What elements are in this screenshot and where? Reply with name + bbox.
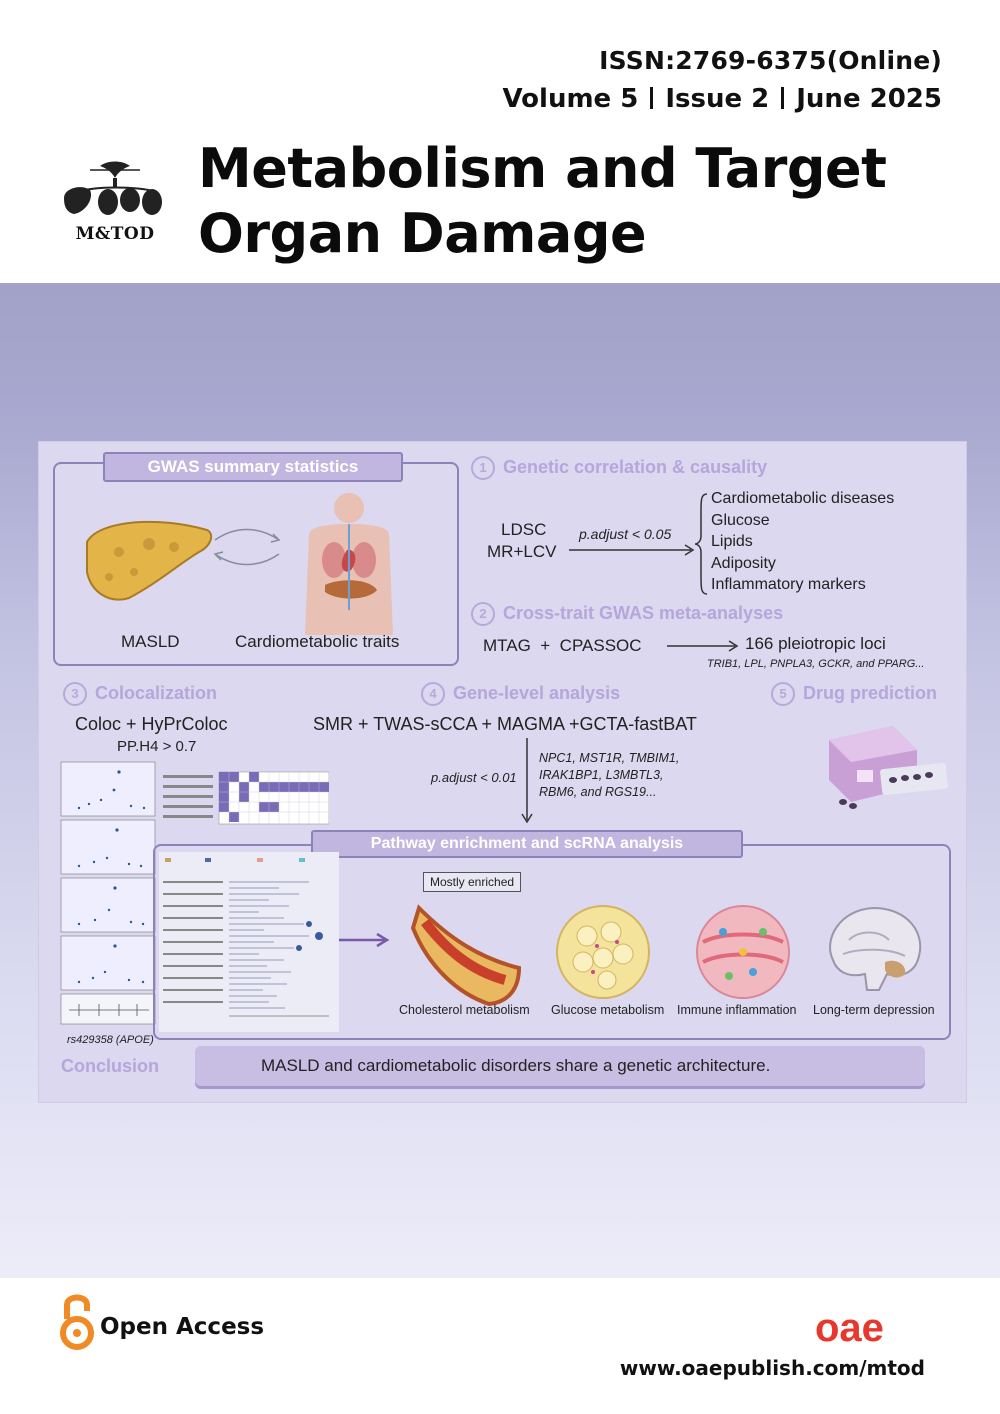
trait-list: Cardiometabolic diseases Glucose Lipids … [711, 488, 894, 596]
date: June 2025 [796, 84, 942, 114]
gene-list: NPC1, MST1R, TMBIM1, IRAK1BP1, L3MBTL3, … [539, 750, 679, 801]
trait-item: Adiposity [711, 554, 776, 572]
section2-heading: 2 Cross-trait GWAS meta-analyses [471, 602, 783, 626]
bidirectional-arrow-icon [213, 528, 281, 566]
section5-number: 5 [771, 682, 795, 706]
arrow-right-icon [667, 640, 739, 652]
liver-icon [86, 520, 213, 601]
journal-title-line2: Organ Damage [198, 202, 647, 265]
panel-label: Immune inflammation [677, 1003, 797, 1017]
arrow-right-icon [569, 544, 695, 556]
journal-logo: M&TOD [60, 158, 170, 248]
trait-item: Lipids [711, 533, 753, 550]
section2-title: Cross-trait GWAS meta-analyses [503, 602, 784, 623]
drug-pills-icon [829, 726, 948, 809]
arrow-down-icon [521, 738, 533, 824]
gene-list-line: IRAK1BP1, L3MBTL3, [539, 768, 664, 782]
separator [650, 87, 654, 109]
oae-publisher-logo: oae [815, 1309, 884, 1347]
loci-genes: TRIB1, LPL, PNPLA3, GCKR, and PPARG... [707, 658, 925, 670]
panel-label: Cholesterol metabolism [399, 1003, 530, 1017]
journal-title: Metabolism and Target Organ Damage [198, 136, 887, 266]
section4-heading: 4 Gene-level analysis [421, 682, 620, 706]
padjust-005: p.adjust < 0.05 [579, 526, 672, 542]
website-url[interactable]: www.oaepublish.com/mtod [619, 1356, 925, 1380]
conclusion-box [195, 1046, 925, 1086]
immune-tissue-icon [696, 905, 790, 999]
enrichment-dotplot [159, 852, 339, 1032]
logo-text: M&TOD [75, 224, 155, 244]
section4-title: Gene-level analysis [453, 682, 621, 703]
section5-title: Drug prediction [803, 682, 937, 703]
section3-title: Colocalization [95, 682, 218, 703]
brace-icon [695, 493, 708, 595]
issn: ISSN:2769-6375(Online) [599, 46, 942, 75]
tree-organs-icon [64, 161, 162, 215]
brain-icon [829, 906, 922, 991]
rs-label: rs429358 (APOE) [67, 1034, 154, 1046]
ldsc-label: LDSC [501, 520, 547, 539]
panel-label: Long-term depression [813, 1003, 935, 1017]
gene-list-line: NPC1, MST1R, TMBIM1, [539, 751, 680, 765]
separator [781, 87, 785, 109]
section5-heading: 5 Drug prediction [771, 682, 937, 706]
cardio-traits-label: Cardiometabolic traits [235, 632, 400, 651]
journal-title-line1: Metabolism and Target [198, 137, 887, 200]
human-body-icon [305, 493, 393, 635]
pathway-tab: Pathway enrichment and scRNA analysis [311, 830, 743, 858]
cover-hero: GWAS summary statistics MASLD Cardiometa… [0, 283, 1000, 1278]
section1-title: Genetic correlation & causality [503, 456, 768, 477]
volume-issue-date: Volume 5 Issue 2 June 2025 [502, 84, 942, 114]
gene-list-line: RBM6, and RGS19... [539, 785, 657, 799]
section1-number: 1 [471, 456, 495, 480]
mtag-cpassoc-label: MTAG + CPASSOC [483, 636, 642, 655]
section4-number: 4 [421, 682, 445, 706]
adipose-cell-icon [556, 905, 650, 999]
open-access-icon [60, 1294, 94, 1350]
mr-lcv-label: MR+LCV [487, 542, 557, 561]
trait-item: Inflammatory markers [711, 576, 866, 593]
padjust-001: p.adjust < 0.01 [431, 770, 517, 785]
graphical-abstract: GWAS summary statistics MASLD Cardiometa… [38, 441, 967, 1103]
conclusion-text: MASLD and cardiometabolic disorders shar… [261, 1056, 771, 1075]
trait-item: Glucose [711, 511, 770, 529]
conclusion-label: Conclusion [61, 1056, 159, 1076]
section1-heading: 1 Genetic correlation & causality [471, 456, 767, 480]
section2-number: 2 [471, 602, 495, 626]
locus-zoom-plots [60, 761, 156, 1025]
panel-label: Glucose metabolism [551, 1003, 665, 1017]
masld-label: MASLD [121, 632, 180, 651]
coloc-label: Coloc + HyPrColoc [75, 714, 228, 734]
mostly-enriched-tag: Mostly enriched [423, 872, 522, 892]
pph4-label: PP.H4 > 0.7 [117, 738, 197, 755]
oae-logo-text: oae [815, 1309, 884, 1347]
trait-item: Cardiometabolic diseases [711, 490, 895, 507]
section3-heading: 3 Colocalization [63, 682, 217, 706]
gene-methods: SMR + TWAS-sCCA + MAGMA +GCTA-fastBAT [313, 714, 697, 734]
issue: Issue 2 [665, 84, 770, 114]
pleiotropic-loci: 166 pleiotropic loci [745, 634, 886, 653]
gwas-tab: GWAS summary statistics [103, 452, 403, 482]
volume: Volume 5 [502, 84, 639, 114]
arrow-right-icon [339, 932, 390, 948]
coloc-heatmap [163, 771, 329, 825]
section3-number: 3 [63, 682, 87, 706]
artery-icon [410, 904, 522, 1007]
open-access-label: Open Access [100, 1314, 265, 1340]
